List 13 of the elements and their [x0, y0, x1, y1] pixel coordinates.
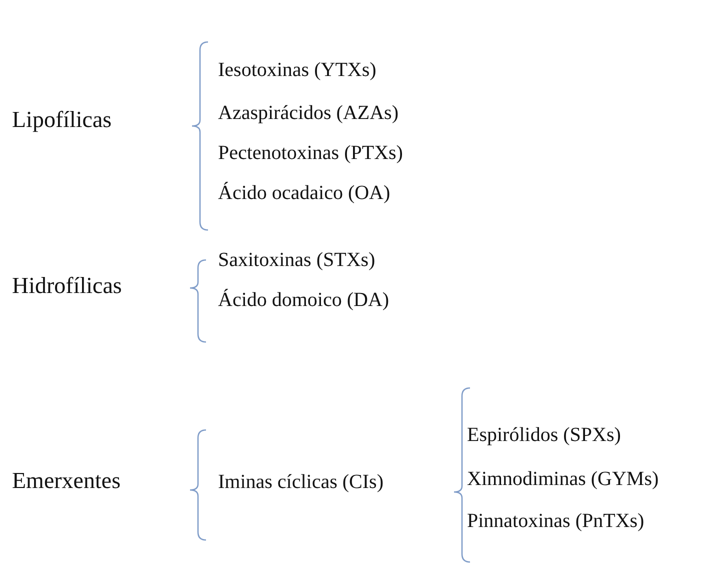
item-label: Ácido domoico (DA) — [218, 288, 390, 313]
item-label: Pectenotoxinas (PTXs) — [218, 141, 403, 166]
item-label: Espirólidos (SPXs) — [467, 423, 621, 448]
category-label: Emerxentes — [12, 467, 121, 495]
category-label: Hidrofílicas — [12, 272, 122, 300]
item-label: Ácido ocadaico (OA) — [218, 181, 390, 206]
item-label: Ximnodiminas (GYMs) — [467, 467, 659, 492]
item-label: Iesotoxinas (YTXs) — [218, 58, 376, 83]
item-label: Saxitoxinas (STXs) — [218, 248, 376, 273]
item-label: Azaspirácidos (AZAs) — [218, 101, 398, 126]
item-label: Pinnatoxinas (PnTXs) — [467, 509, 644, 534]
item-label: Iminas cíclicas (CIs) — [218, 470, 384, 495]
category-label: Lipofílicas — [12, 106, 112, 134]
